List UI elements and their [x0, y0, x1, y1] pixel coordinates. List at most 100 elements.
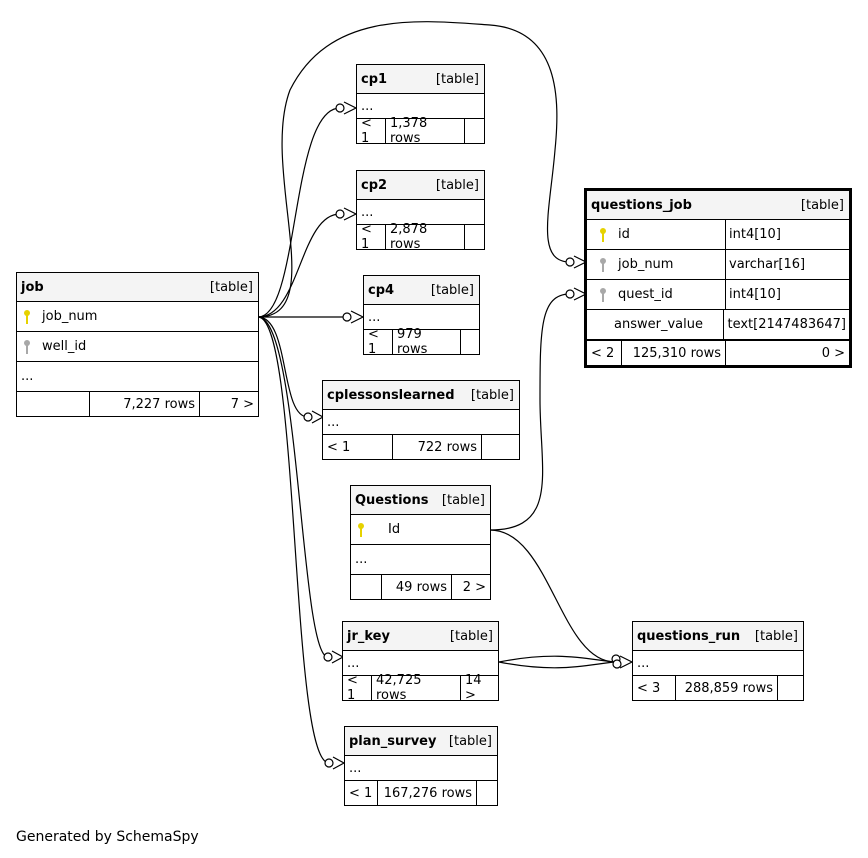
table-name[interactable]: cplessonslearned [327, 387, 455, 403]
row-count: 288,859 rows [676, 676, 778, 700]
table-type-tag: [table] [449, 628, 493, 644]
edge-job-jr-key [257, 316, 329, 658]
column-type: varchar[16] [729, 257, 806, 272]
row-count: 979 rows [393, 327, 461, 357]
table-name[interactable]: job [21, 279, 44, 295]
table-name[interactable]: cp1 [361, 71, 388, 87]
table-footer: < 1 42,725 rows 14 > [343, 673, 498, 703]
column-row[interactable]: answer_value text[2147483647] [587, 310, 849, 340]
edge-jr-key-questions-run-a [498, 655, 616, 663]
parents-count [351, 575, 382, 599]
column-name: job_num [618, 257, 674, 272]
children-count[interactable]: 0 > [821, 345, 845, 361]
foreign-key-icon [596, 287, 610, 303]
more-columns: ... [323, 410, 519, 435]
parents-count[interactable]: < 2 [587, 341, 622, 365]
primary-key-icon [20, 309, 34, 325]
foreign-key-icon [596, 257, 610, 273]
edge-jr-key-questions-run-b [498, 661, 616, 669]
parents-count [17, 392, 90, 416]
primary-key-icon [354, 522, 368, 538]
table-job[interactable]: job [table] job_num well_id ... 7,227 ro… [16, 272, 259, 417]
more-columns: ... [351, 545, 490, 575]
table-type-tag: [table] [441, 492, 485, 508]
column-name: id [618, 227, 630, 242]
table-footer: < 1 1,378 rows [357, 116, 484, 146]
table-type-tag: [table] [430, 282, 474, 298]
table-name[interactable]: cp4 [368, 282, 395, 298]
table-header: questions_job [table] [587, 191, 849, 220]
column-row[interactable]: id int4[10] [587, 220, 849, 250]
table-name[interactable]: cp2 [361, 177, 388, 193]
table-footer: < 1 167,276 rows [345, 781, 497, 805]
column-row[interactable]: Id [351, 515, 490, 545]
table-type-tag: [table] [448, 733, 492, 749]
column-name: Id [388, 522, 401, 537]
edge-job-questions-job [257, 21, 571, 318]
parents-count[interactable]: < 1 [323, 435, 393, 459]
table-footer: 49 rows 2 > [351, 575, 490, 599]
primary-key-icon [596, 227, 610, 243]
table-plan-survey[interactable]: plan_survey [table] ... < 1 167,276 rows [344, 726, 498, 806]
column-row[interactable]: job_num varchar[16] [587, 250, 849, 280]
table-questions-run[interactable]: questions_run [table] ... < 3 288,859 ro… [632, 621, 804, 701]
column-name: job_num [42, 309, 98, 324]
parents-count[interactable]: < 1 [364, 327, 393, 357]
table-name[interactable]: plan_survey [349, 733, 437, 749]
children-count [477, 781, 497, 805]
row-count: 167,276 rows [378, 781, 477, 805]
generated-by-footer: Generated by SchemaSpy [16, 829, 199, 845]
table-type-tag: [table] [800, 197, 844, 213]
edge-job-plan-survey [257, 316, 330, 764]
table-cp1[interactable]: cp1 [table] ... < 1 1,378 rows [356, 64, 485, 146]
more-columns: ... [357, 94, 484, 119]
column-row[interactable]: quest_id int4[10] [587, 280, 849, 310]
row-count: 42,725 rows [372, 673, 461, 703]
parents-count[interactable]: < 1 [345, 781, 378, 805]
table-cp4[interactable]: cp4 [table] ... < 1 979 rows [363, 275, 480, 357]
edge-questions-questions-run [489, 529, 616, 663]
table-jr-key[interactable]: jr_key [table] ... < 1 42,725 rows 14 > [342, 621, 499, 703]
children-count [461, 330, 479, 354]
parents-count[interactable]: < 3 [633, 676, 676, 700]
table-name[interactable]: Questions [355, 492, 429, 508]
column-type: text[2147483647] [727, 317, 846, 332]
table-name[interactable]: questions_run [637, 628, 741, 644]
column-name: quest_id [618, 287, 673, 302]
table-footer: < 1 979 rows [364, 327, 479, 357]
children-count[interactable]: 2 > [462, 579, 486, 595]
more-columns: ... [364, 305, 479, 330]
table-cplessonslearned[interactable]: cplessonslearned [table] ... < 1 722 row… [322, 380, 520, 460]
table-type-tag: [table] [209, 279, 253, 295]
table-cp2[interactable]: cp2 [table] ... < 1 2,878 rows [356, 170, 485, 252]
table-footer: < 1 2,878 rows [357, 222, 484, 252]
edge-job-cp2 [257, 213, 341, 318]
parents-count[interactable]: < 1 [343, 673, 372, 703]
table-footer: < 3 288,859 rows [633, 676, 803, 700]
table-header: questions_run [table] [633, 622, 803, 651]
table-header: cp4 [table] [364, 276, 479, 305]
children-count[interactable]: 14 > [465, 673, 482, 703]
row-count: 722 rows [393, 435, 482, 459]
column-row[interactable]: job_num [17, 302, 258, 332]
table-questions[interactable]: Questions [table] Id ... 49 rows 2 > [350, 485, 491, 600]
table-name[interactable]: jr_key [347, 628, 390, 644]
optional-circles [303, 103, 622, 768]
edge-questions-questions-job [489, 293, 571, 531]
parents-count[interactable]: < 1 [357, 116, 386, 146]
column-type: int4[10] [729, 227, 781, 242]
column-row[interactable]: well_id [17, 332, 258, 362]
parents-count[interactable]: < 1 [357, 222, 386, 252]
table-header: Questions [table] [351, 486, 490, 515]
row-count: 49 rows [382, 575, 452, 599]
table-header: job [table] [17, 273, 258, 302]
children-count[interactable]: 7 > [230, 396, 254, 412]
row-count: 2,878 rows [386, 222, 465, 252]
more-columns: ... [343, 651, 498, 676]
table-header: cp2 [table] [357, 171, 484, 200]
column-name: well_id [42, 339, 87, 354]
table-questions-job[interactable]: questions_job [table] id int4[10] job_nu… [584, 188, 852, 368]
table-type-tag: [table] [470, 387, 514, 403]
table-name[interactable]: questions_job [591, 197, 692, 213]
column-name: answer_value [614, 317, 703, 332]
